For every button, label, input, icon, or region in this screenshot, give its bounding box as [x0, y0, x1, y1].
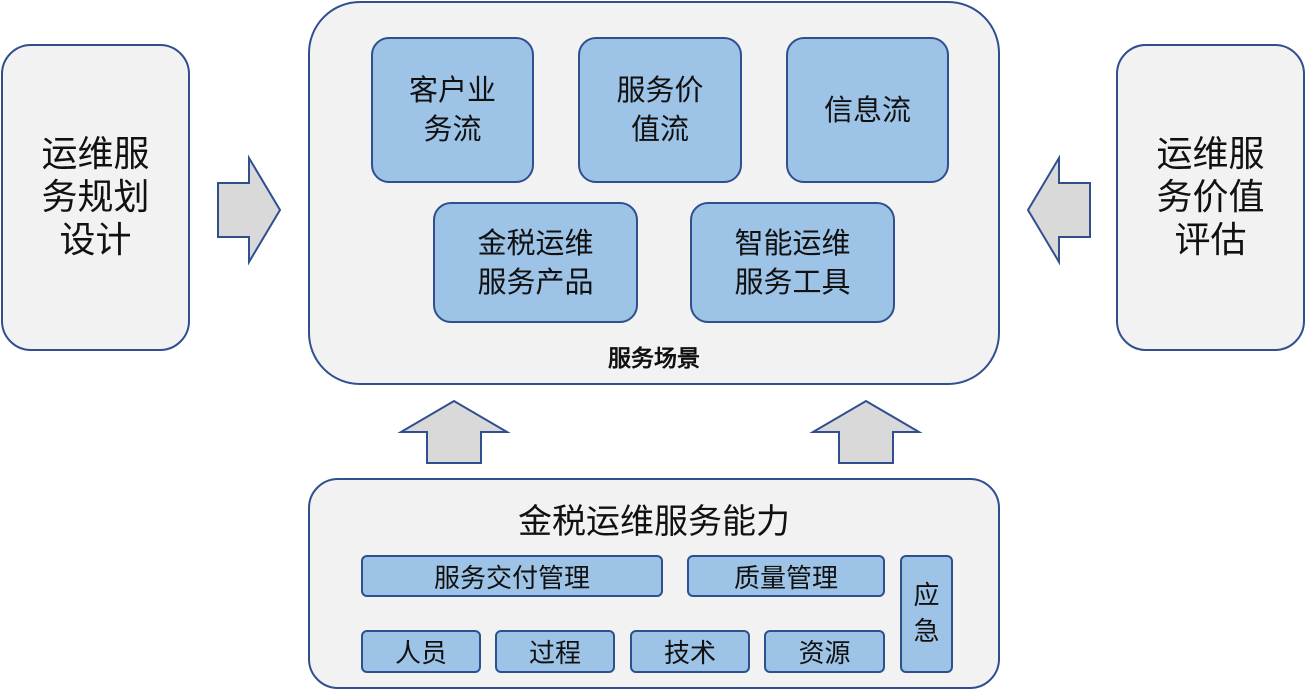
emergency-box: 应 急 — [900, 555, 953, 673]
personnel-box: 人员 — [361, 630, 481, 673]
service-value-evaluation-panel: 运维服 务价值 评估 — [1116, 44, 1305, 351]
quality-management-box: 质量管理 — [687, 555, 885, 597]
right-arrow-icon — [217, 154, 282, 266]
process-box: 过程 — [495, 630, 615, 673]
left-arrow-icon — [1026, 154, 1091, 266]
customer-business-flow-box: 客户业 务流 — [371, 37, 534, 183]
service-planning-panel: 运维服 务规划 设计 — [1, 44, 190, 351]
smart-ops-tool-box: 智能运维 服务工具 — [690, 202, 895, 323]
information-flow-box: 信息流 — [786, 37, 949, 183]
technology-box: 技术 — [630, 630, 750, 673]
up-arrow-icon — [809, 399, 923, 464]
service-scenario-title: 服务场景 — [608, 346, 700, 372]
service-value-evaluation-label: 运维服 务价值 评估 — [1156, 134, 1265, 261]
service-value-flow-box: 服务价 值流 — [578, 37, 742, 183]
resources-box: 资源 — [764, 630, 885, 673]
service-delivery-management-box: 服务交付管理 — [361, 555, 663, 597]
golden-tax-ops-product-box: 金税运维 服务产品 — [433, 202, 638, 323]
capability-title: 金税运维服务能力 — [518, 502, 790, 542]
up-arrow-icon — [397, 399, 511, 464]
service-planning-label: 运维服 务规划 设计 — [41, 134, 150, 261]
